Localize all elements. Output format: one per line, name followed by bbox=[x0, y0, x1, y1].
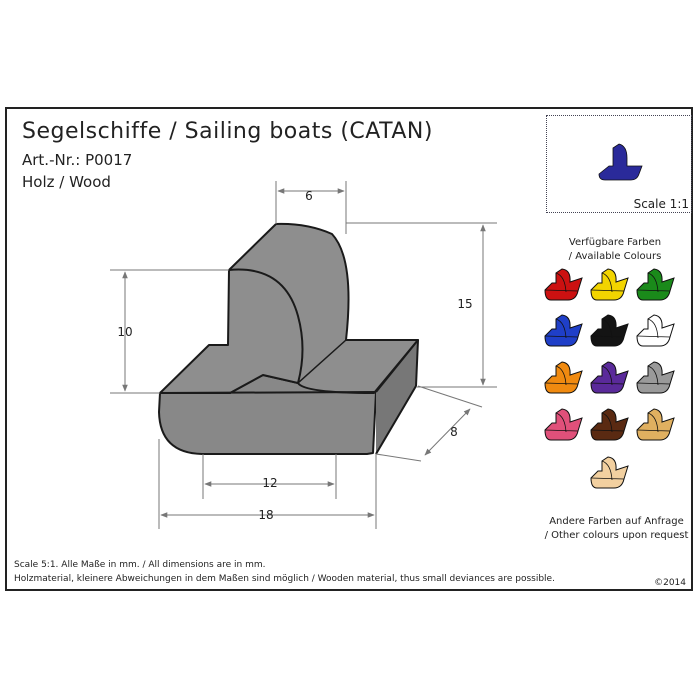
colour-swatch-blue bbox=[544, 314, 583, 347]
dimension-base-inner: 12 bbox=[202, 454, 337, 499]
scale-label: Scale 1:1 bbox=[633, 197, 689, 211]
available-colours-line2: / Available Colours bbox=[568, 251, 662, 262]
dimension-label-front-height: 10 bbox=[117, 325, 132, 339]
scale-preview-box: Scale 1:1 bbox=[546, 115, 692, 213]
colour-swatch-grey bbox=[636, 361, 675, 394]
available-colours-line1: Verfügbare Farben bbox=[568, 237, 662, 248]
boat-body-drawing bbox=[158, 222, 419, 455]
scale-preview-piece bbox=[598, 143, 643, 181]
colour-swatch-red bbox=[544, 268, 583, 301]
drawing-sheet: Segelschiffe / Sailing boats (CATAN) Art… bbox=[5, 107, 693, 591]
dimension-front-height: 10 bbox=[110, 269, 229, 394]
colour-swatch-grid bbox=[544, 268, 675, 489]
dimension-base-total: 18 bbox=[158, 439, 377, 529]
material-label: Holz / Wood bbox=[22, 173, 111, 191]
dimension-top-width: 6 bbox=[275, 181, 347, 234]
other-colours-line2: / Other colours upon request bbox=[544, 530, 689, 541]
dimension-label-base-inner: 12 bbox=[262, 476, 277, 490]
dimension-label-top-width: 6 bbox=[305, 189, 313, 203]
colour-swatch-pink bbox=[544, 408, 583, 441]
colour-swatch-wood bbox=[636, 408, 675, 441]
colour-swatch-purple bbox=[590, 361, 629, 394]
colour-swatch-black bbox=[590, 314, 629, 347]
other-colours-note: Andere Farben auf Anfrage / Other colour… bbox=[539, 515, 694, 543]
footer-copyright: ©2014 bbox=[654, 578, 686, 588]
colour-swatch-white bbox=[636, 314, 675, 347]
available-colours-heading: Verfügbare Farben / Available Colours bbox=[545, 236, 685, 264]
technical-drawing: 6 10 15 8 12 bbox=[110, 181, 497, 529]
dimension-total-height: 15 bbox=[346, 222, 497, 388]
footer-scale-note: Scale 5:1. Alle Maße in mm. / All dimens… bbox=[14, 560, 266, 570]
dimension-label-base-total: 18 bbox=[258, 508, 273, 522]
article-number: Art.-Nr.: P0017 bbox=[22, 151, 133, 169]
colour-swatch-yellow bbox=[590, 268, 629, 301]
colour-swatch-orange bbox=[544, 361, 583, 394]
footer-material-note: Holzmaterial, kleinere Abweichungen in d… bbox=[14, 574, 555, 584]
colour-swatch-natural bbox=[590, 456, 629, 489]
page-title: Segelschiffe / Sailing boats (CATAN) bbox=[22, 119, 433, 144]
other-colours-line1: Andere Farben auf Anfrage bbox=[549, 516, 684, 527]
colour-swatch-brown bbox=[590, 408, 629, 441]
dimension-label-total-height: 15 bbox=[457, 297, 472, 311]
dimension-label-depth: 8 bbox=[450, 425, 458, 439]
colour-swatch-green bbox=[636, 268, 675, 301]
dimension-depth: 8 bbox=[375, 385, 483, 462]
